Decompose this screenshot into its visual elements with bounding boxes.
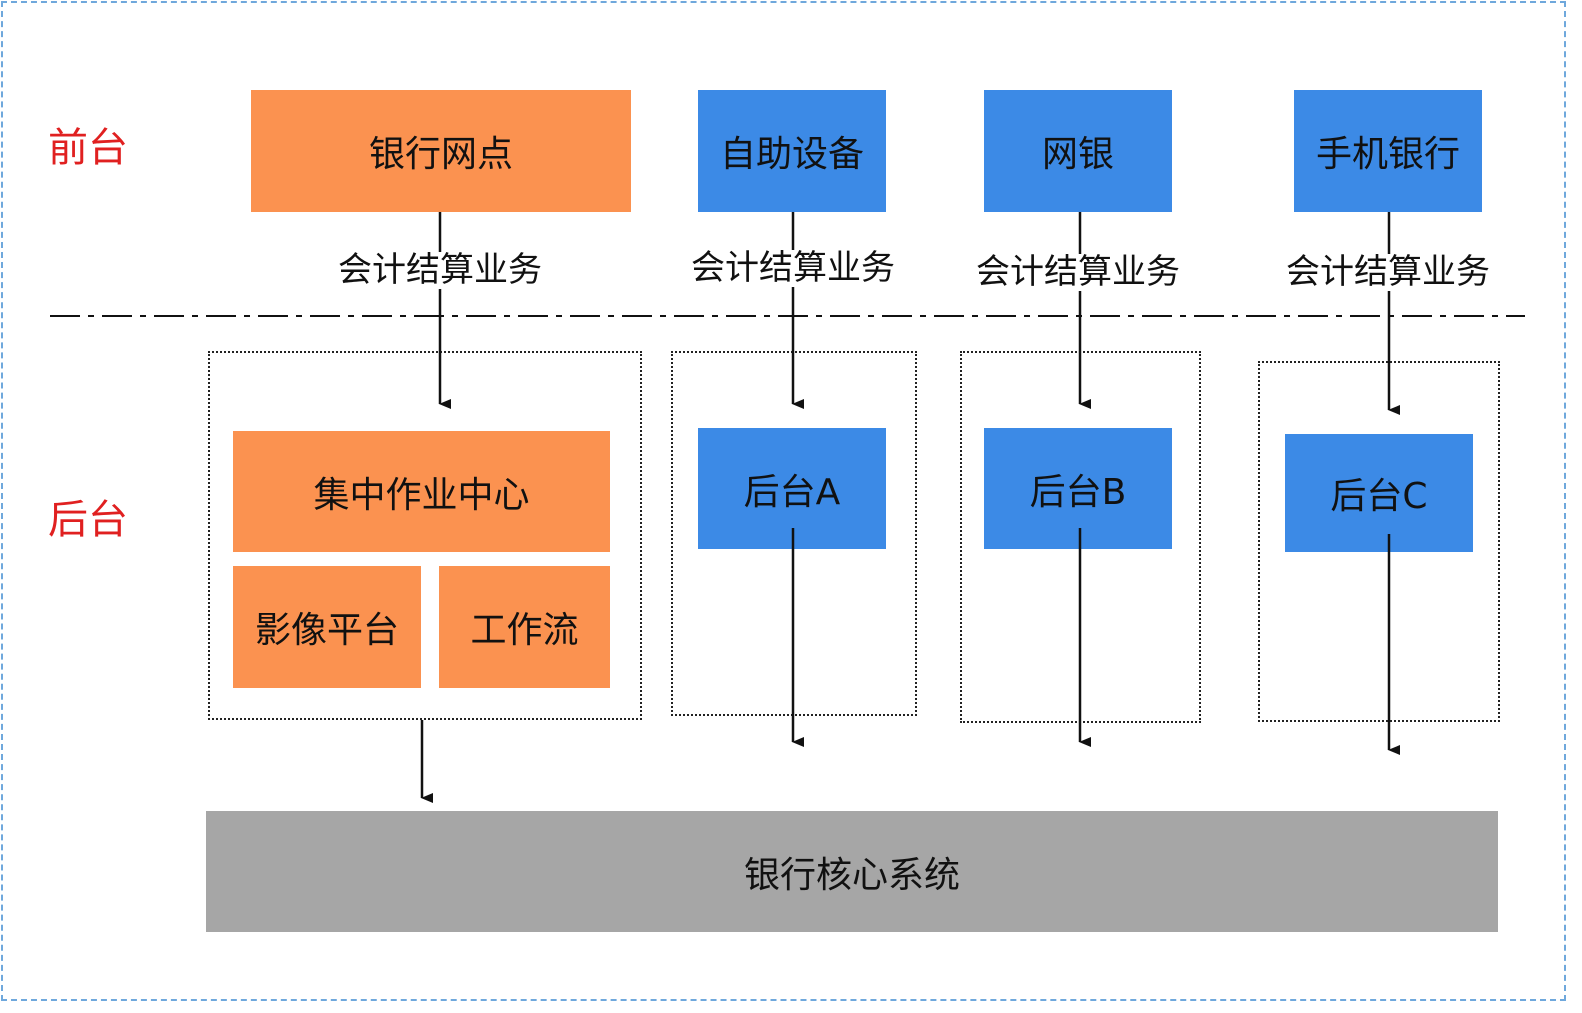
flow-label-mobile-banking: 会计结算业务: [1286, 252, 1490, 292]
diagram-frame: [1, 1, 1566, 1001]
back-node-b: 后台B: [984, 428, 1172, 549]
back-group-central: [208, 351, 642, 720]
flow-label-online-banking: 会计结算业务: [976, 252, 1180, 292]
workflow: 工作流: [439, 566, 610, 688]
front-node-branch: 银行网点: [251, 90, 631, 212]
back-group-c: [1258, 361, 1500, 722]
central-operation-center: 集中作业中心: [233, 431, 610, 552]
front-node-mobile-banking: 手机银行: [1294, 90, 1482, 212]
flow-label-branch: 会计结算业务: [338, 250, 542, 290]
front-node-self-service: 自助设备: [698, 90, 886, 212]
core-banking-system: 银行核心系统: [206, 811, 1498, 932]
back-node-c: 后台C: [1285, 434, 1473, 552]
back-tier-label: 后台: [48, 497, 128, 543]
imaging-platform: 影像平台: [233, 566, 421, 688]
front-tier-label: 前台: [48, 125, 128, 171]
front-node-online-banking: 网银: [984, 90, 1172, 212]
flow-label-self-service: 会计结算业务: [691, 248, 895, 288]
